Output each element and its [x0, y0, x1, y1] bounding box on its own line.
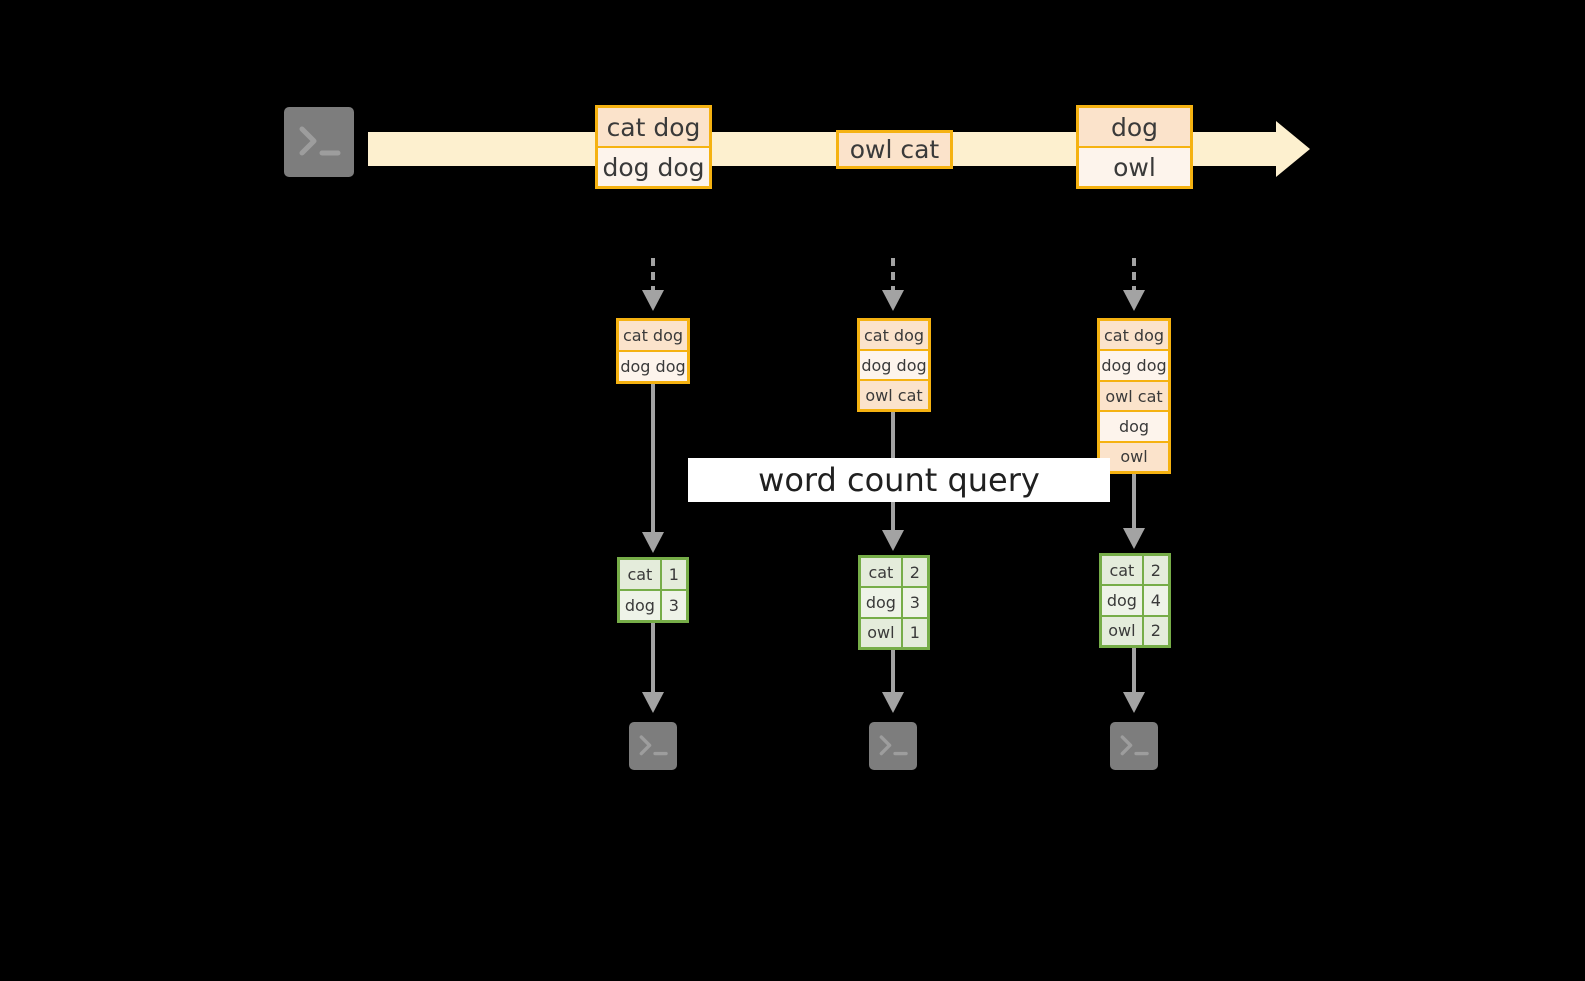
snapshot-2-input-row: cat dog [860, 321, 928, 351]
snapshot-2-result-table[interactable]: cat 2 dog 3 owl 1 [858, 555, 930, 650]
snapshot-1-sink-line [651, 623, 655, 696]
terminal-prompt-glyph [1110, 722, 1158, 770]
tap-arrowhead-2 [882, 290, 904, 311]
stream-event-3[interactable]: dog owl [1076, 105, 1193, 189]
snapshot-3-sink-line [1132, 648, 1136, 696]
snapshot-3-sink-terminal-icon[interactable] [1101, 713, 1167, 779]
source-terminal-icon[interactable] [275, 98, 363, 186]
snapshot-1-query-line [651, 384, 655, 536]
snapshot-1-sink-arrowhead [642, 692, 664, 713]
tap-arrowhead-3 [1123, 290, 1145, 311]
stream-event-1-line-1: cat dog [598, 108, 709, 148]
snapshot-2-query-arrowhead [882, 530, 904, 551]
stream-event-1[interactable]: cat dog dog dog [595, 105, 712, 189]
snapshot-2-sink-arrowhead [882, 692, 904, 713]
snapshot-1-query-arrowhead [642, 532, 664, 553]
snapshot-2-word: owl [861, 618, 903, 647]
snapshot-1-count: 3 [661, 591, 686, 620]
snapshot-2-word: cat [861, 558, 903, 587]
table-row: cat 2 [1102, 556, 1168, 587]
snapshot-1-input-row: dog dog [619, 352, 687, 381]
snapshot-2-count: 2 [902, 558, 927, 587]
snapshot-3-query-line [1132, 474, 1136, 532]
table-row: dog 3 [620, 591, 686, 620]
tap-line-2 [891, 258, 895, 294]
stream-event-2-line-1: owl cat [839, 133, 950, 166]
snapshot-3-word: dog [1102, 586, 1144, 615]
snapshot-3-result-table[interactable]: cat 2 dog 4 owl 2 [1099, 553, 1171, 648]
stream-event-1-line-2: dog dog [598, 148, 709, 186]
table-row: cat 1 [620, 560, 686, 591]
table-row: dog 4 [1102, 586, 1168, 617]
query-label-text: word count query [758, 461, 1040, 499]
tap-arrowhead-1 [642, 290, 664, 311]
snapshot-3-input-table[interactable]: cat dog dog dog owl cat dog owl [1097, 318, 1171, 474]
snapshot-3-input-row: cat dog [1100, 321, 1168, 352]
terminal-prompt-glyph [869, 722, 917, 770]
stream-event-3-line-1: dog [1079, 108, 1190, 148]
snapshot-1-word: cat [620, 560, 662, 589]
terminal-prompt-glyph [629, 722, 677, 770]
snapshot-3-sink-arrowhead [1123, 692, 1145, 713]
snapshot-1-input-table[interactable]: cat dog dog dog [616, 318, 690, 384]
query-label-banner: word count query [688, 458, 1110, 502]
snapshot-1-word: dog [620, 591, 662, 620]
snapshot-2-input-row: owl cat [860, 381, 928, 409]
snapshot-3-count: 2 [1143, 556, 1168, 585]
snapshot-3-input-row: dog dog [1100, 351, 1168, 382]
input-stream-arrowhead [1276, 121, 1310, 177]
table-row: owl 1 [861, 618, 927, 647]
snapshot-2-sink-terminal-icon[interactable] [860, 713, 926, 779]
stream-event-3-line-2: owl [1079, 148, 1190, 186]
snapshot-2-count: 3 [902, 588, 927, 617]
snapshot-3-word: cat [1102, 556, 1144, 585]
snapshot-3-input-row: dog [1100, 412, 1168, 443]
tap-line-1 [651, 258, 655, 294]
snapshot-3-input-row: owl cat [1100, 381, 1168, 413]
table-row: owl 2 [1102, 616, 1168, 645]
snapshot-2-input-row: dog dog [860, 351, 928, 381]
snapshot-3-count: 4 [1143, 586, 1168, 615]
snapshot-2-word: dog [861, 588, 903, 617]
snapshot-3-word: owl [1102, 616, 1144, 645]
snapshot-1-result-table[interactable]: cat 1 dog 3 [617, 557, 689, 623]
tap-line-3 [1132, 258, 1136, 294]
snapshot-1-count: 1 [661, 560, 686, 589]
snapshot-2-sink-line [891, 650, 895, 696]
table-row: dog 3 [861, 588, 927, 619]
stream-event-2[interactable]: owl cat [836, 130, 953, 169]
snapshot-3-query-arrowhead [1123, 528, 1145, 549]
snapshot-2-count: 1 [902, 618, 927, 647]
snapshot-2-input-table[interactable]: cat dog dog dog owl cat [857, 318, 931, 412]
snapshot-1-input-row: cat dog [619, 321, 687, 352]
snapshot-1-sink-terminal-icon[interactable] [620, 713, 686, 779]
table-row: cat 2 [861, 558, 927, 589]
snapshot-3-input-row: owl [1100, 442, 1168, 472]
snapshot-3-count: 2 [1143, 616, 1168, 645]
terminal-prompt-glyph [284, 107, 354, 177]
